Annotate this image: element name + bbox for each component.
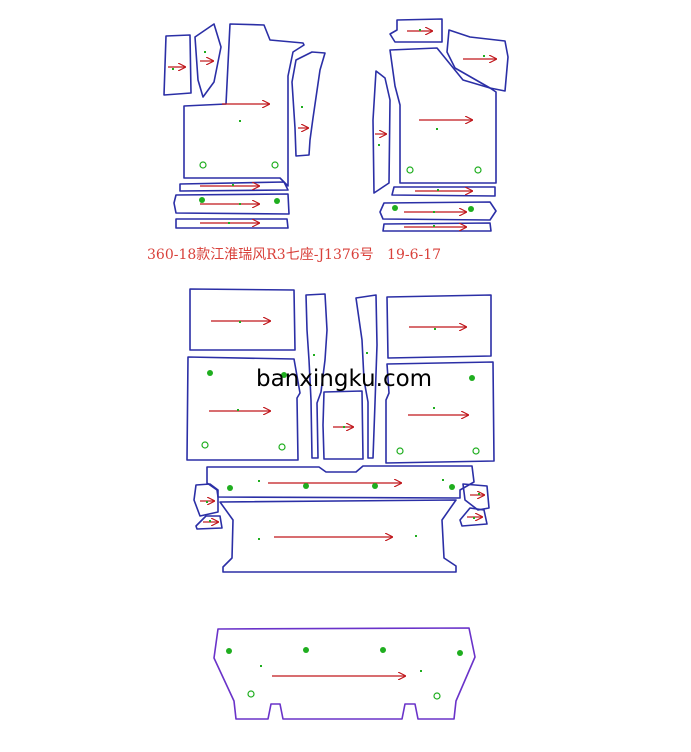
- piece-mark: [343, 426, 345, 428]
- watermark-text: banxingku.com: [256, 366, 433, 392]
- piece-mark: [366, 352, 368, 354]
- mat-piece-mid-ear-upper-right: [462, 483, 490, 511]
- mat-piece-tl-side-strip: [291, 51, 326, 157]
- mount-hole-filled: [303, 647, 309, 653]
- mount-hole-open: [271, 161, 279, 169]
- mat-piece-mid-center: [322, 390, 364, 460]
- piece-mark: [433, 225, 435, 227]
- mat-piece-tl-small-left: [163, 34, 192, 96]
- piece-mark: [232, 184, 234, 186]
- piece-mark: [433, 211, 435, 213]
- piece-mark: [478, 493, 480, 495]
- mount-hole-open: [201, 441, 209, 449]
- mat-piece-mid-ear-lower-left: [195, 515, 223, 530]
- mat-piece-mid-bottom-left: [186, 356, 301, 461]
- piece-mark: [483, 55, 485, 57]
- mount-hole-filled: [392, 205, 398, 211]
- mat-piece-tr-small-top: [389, 18, 443, 43]
- mount-hole-filled: [468, 206, 474, 212]
- mat-piece-tr-main: [389, 47, 497, 184]
- mount-hole-filled: [380, 647, 386, 653]
- piece-mark: [420, 670, 422, 672]
- mount-hole-filled: [281, 372, 287, 378]
- piece-mark: [239, 120, 241, 122]
- mat-piece-tl-strip-3: [175, 218, 289, 229]
- pattern-caption: 360-18款江淮瑞风R3七座-J1376号 19-6-17: [147, 247, 442, 263]
- mat-piece-tr-strip-3: [382, 222, 492, 232]
- mat-piece-tl-small-tall: [194, 23, 222, 98]
- piece-mark: [437, 189, 439, 191]
- piece-mark: [209, 520, 211, 522]
- mount-hole-filled: [199, 197, 205, 203]
- piece-mark: [239, 203, 241, 205]
- mount-hole-open: [278, 443, 286, 451]
- piece-mark: [260, 665, 262, 667]
- mount-hole-filled: [372, 483, 378, 489]
- mount-hole-filled: [207, 370, 213, 376]
- piece-mark: [313, 354, 315, 356]
- piece-mark: [301, 106, 303, 108]
- piece-mark: [258, 480, 260, 482]
- mat-piece-mid-top-left: [189, 288, 296, 351]
- mat-piece-mid-wide-strip: [206, 465, 475, 499]
- mount-hole-open: [396, 447, 404, 455]
- piece-mark: [419, 29, 421, 31]
- piece-mark: [434, 328, 436, 330]
- piece-mark: [258, 538, 260, 540]
- piece-mark: [378, 144, 380, 146]
- mount-hole-filled: [449, 484, 455, 490]
- piece-mark: [228, 222, 230, 224]
- mount-hole-open: [247, 690, 255, 698]
- mat-piece-mid-ear-lower-right: [459, 507, 488, 527]
- piece-mark: [473, 517, 475, 519]
- mount-hole-filled: [274, 198, 280, 204]
- mat-piece-tr-small-right: [446, 29, 509, 92]
- piece-mark: [206, 501, 208, 503]
- mount-hole-filled: [303, 483, 309, 489]
- mount-hole-filled: [226, 648, 232, 654]
- piece-mark: [433, 407, 435, 409]
- mat-piece-tl-strip-2: [173, 193, 290, 215]
- mat-piece-mid-top-right: [386, 294, 492, 359]
- mat-piece-bottom: [213, 627, 476, 720]
- mat-piece-tl-main: [183, 23, 305, 187]
- mount-hole-open: [406, 166, 414, 174]
- mat-piece-tl-strip-1: [179, 181, 289, 192]
- mount-hole-open: [433, 692, 441, 700]
- mount-hole-filled: [227, 485, 233, 491]
- mat-piece-mid-ear-upper-left: [193, 483, 219, 517]
- mat-piece-mid-bottom-right: [385, 361, 495, 464]
- mount-hole-open: [472, 447, 480, 455]
- piece-mark: [436, 128, 438, 130]
- piece-mark: [172, 68, 174, 70]
- piece-mark: [237, 409, 239, 411]
- mat-piece-mid-right-strip: [355, 294, 378, 459]
- mat-piece-tr-side-strip: [372, 70, 391, 194]
- mat-piece-mid-large-bottom: [219, 499, 457, 573]
- piece-mark: [239, 321, 241, 323]
- mat-piece-tr-strip-1: [391, 186, 496, 197]
- mat-piece-tr-strip-2: [379, 201, 497, 221]
- piece-mark: [415, 535, 417, 537]
- mat-piece-mid-left-strip: [305, 293, 328, 459]
- mount-hole-filled: [457, 650, 463, 656]
- piece-mark: [442, 479, 444, 481]
- mount-hole-open: [474, 166, 482, 174]
- mount-hole-open: [199, 161, 207, 169]
- mount-hole-filled: [469, 375, 475, 381]
- piece-mark: [204, 51, 206, 53]
